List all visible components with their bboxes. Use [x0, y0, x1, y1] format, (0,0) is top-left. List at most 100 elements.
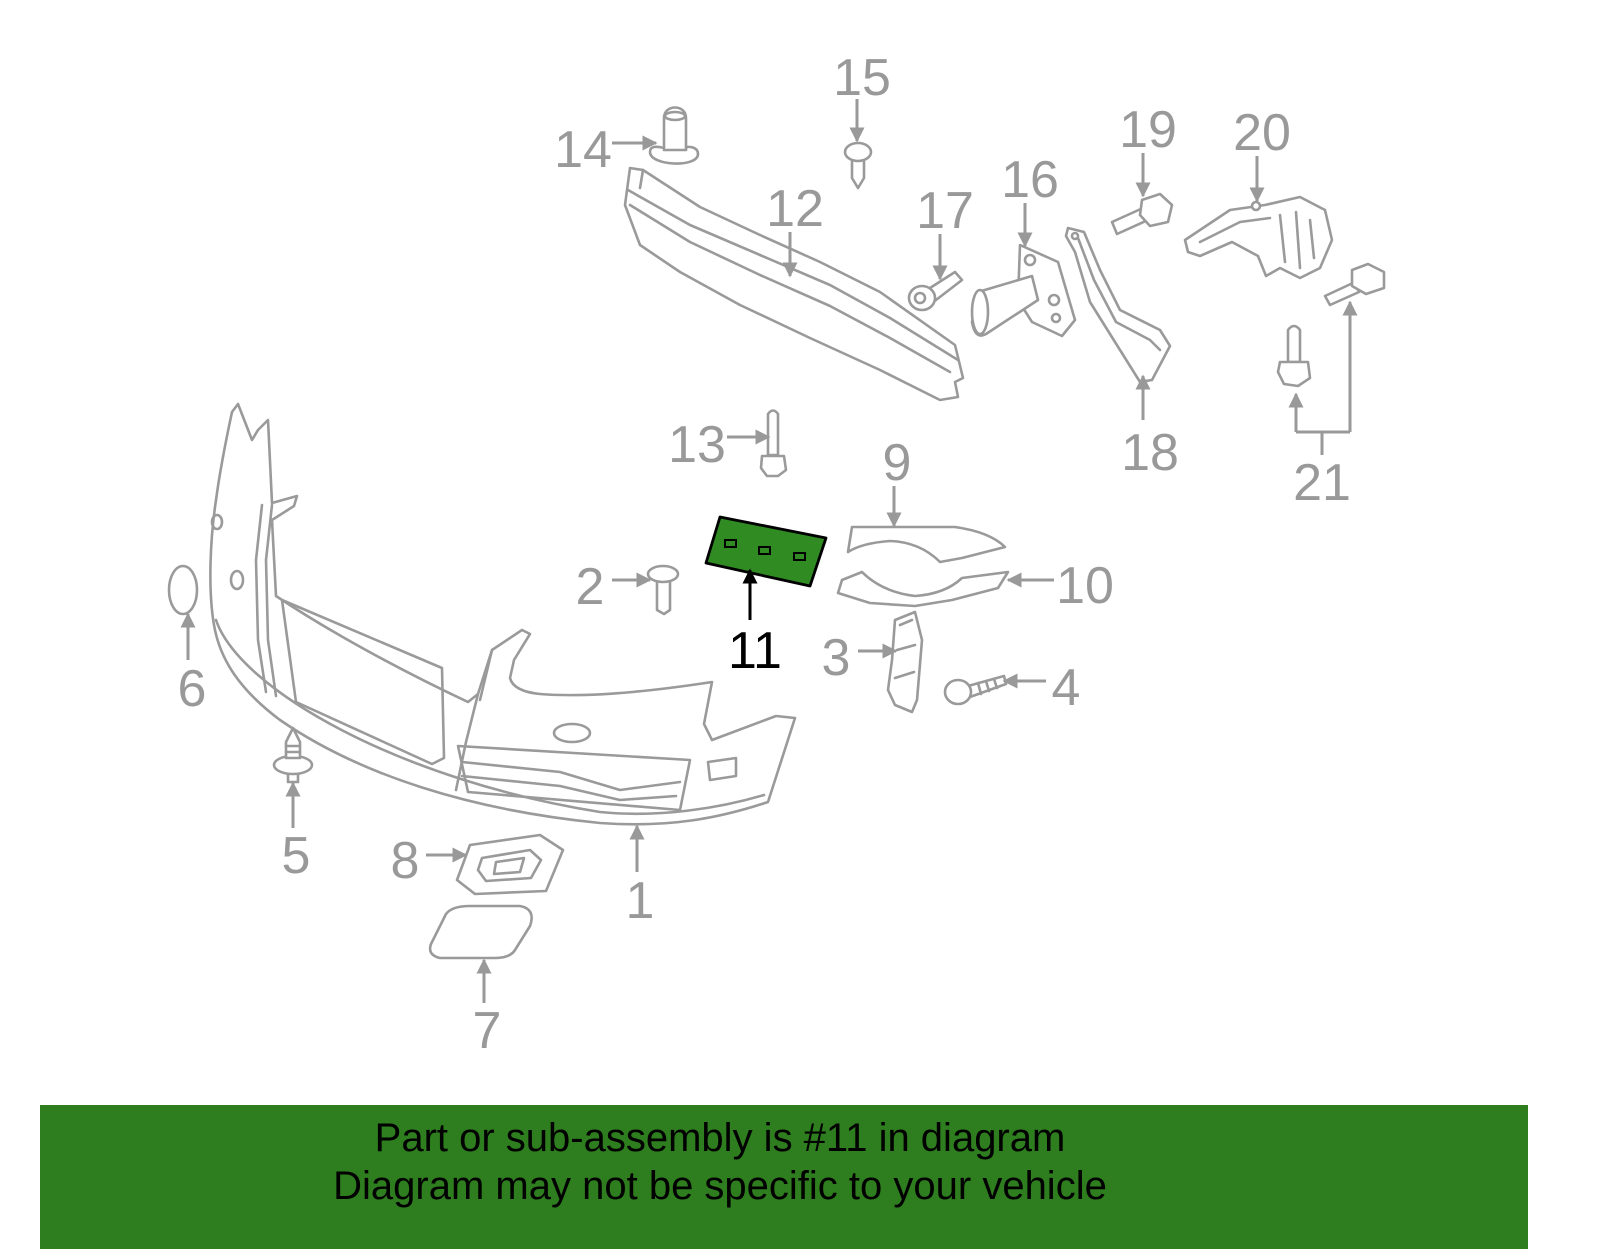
callout-6: 6: [178, 660, 207, 718]
bolt-head: [1138, 192, 1174, 228]
screw-head: [943, 678, 973, 706]
lower-trim-outline: [836, 570, 1010, 608]
callout-10: 10: [1056, 557, 1114, 615]
callout-8: 8: [391, 832, 420, 890]
part-8-fog-grille: [455, 833, 565, 896]
callout-7: 7: [473, 1002, 502, 1060]
info-banner: Part or sub-assembly is #11 in diagram D…: [40, 1105, 1528, 1249]
callout-20: 20: [1233, 104, 1291, 162]
bumper-bottom-lip: [214, 618, 766, 816]
bumper-side-hole: [210, 513, 224, 531]
upper-trim-outline: [846, 525, 1007, 564]
callout-1: 1: [626, 872, 655, 930]
part-4-screw: [943, 674, 1008, 706]
mount-hole: [1047, 293, 1061, 307]
part-14-bump-stop: [648, 106, 700, 165]
bracket-outline: [886, 610, 924, 714]
callout-5: 5: [282, 827, 311, 885]
part-1-bumper-cover: [209, 402, 797, 826]
callout-15: 15: [833, 49, 891, 107]
callout-14: 14: [554, 121, 612, 179]
part-10-lower-trim: [836, 570, 1010, 608]
bolt-shank: [1323, 280, 1361, 307]
info-banner-text: Part or sub-assembly is #11 in diagram D…: [40, 1114, 1400, 1210]
bolt-head: [907, 284, 937, 312]
mount-tube-end: [970, 288, 990, 336]
bumper-side-marker-opening: [706, 756, 738, 782]
bump-stop-top: [663, 110, 687, 122]
bumper-side-hole: [229, 569, 245, 591]
part-17-bolt: [907, 270, 964, 312]
bumper-grille-slat: [460, 760, 682, 792]
banner-part-message: Part or sub-assembly is #11 in diagram: [374, 1116, 1066, 1160]
impact-bar-edge: [628, 203, 952, 374]
part-13-bolt: [759, 409, 788, 478]
push-pin-head: [843, 141, 873, 163]
part-5-push-fastener: [272, 726, 314, 784]
impact-bar-end: [638, 168, 645, 190]
mount-hole: [1050, 312, 1062, 324]
side-bracket-outline: [1064, 226, 1172, 384]
part-9-upper-trim: [846, 525, 1007, 564]
part-18-side-bracket: [1064, 226, 1172, 384]
callout-19: 19: [1119, 101, 1177, 159]
highlighted-part-slot: [758, 546, 771, 555]
callout-21: 21: [1293, 454, 1351, 512]
part-16-mount-bracket: [970, 243, 1077, 338]
bumper-grille-slat: [460, 774, 678, 802]
impact-bar-outline: [623, 166, 965, 402]
fastener-tip: [284, 726, 302, 760]
part-20-bracket: [1183, 195, 1334, 280]
bolt-head: [1350, 262, 1386, 296]
highlighted-part-slot: [724, 539, 737, 548]
callout-16: 16: [1001, 151, 1059, 209]
callout-17: 17: [916, 182, 974, 240]
bolt-shank: [766, 409, 780, 457]
push-pin-shaft: [850, 158, 866, 190]
bumper-cover-outline: [209, 402, 797, 826]
highlighted-part-slot: [793, 552, 806, 561]
cap-outline: [428, 904, 533, 960]
bumper-corner-edge: [478, 648, 494, 702]
part-2-pin: [646, 564, 680, 616]
bracket-rib: [1198, 210, 1316, 270]
callout-4: 4: [1052, 659, 1081, 717]
part-7-tow-hook-cap: [428, 904, 533, 960]
part-15-push-pin: [843, 141, 873, 190]
part-19-bolt: [1110, 192, 1174, 236]
side-bracket-hole: [1070, 231, 1080, 241]
grille-outline: [455, 833, 565, 896]
tow-hook-cover-opening: [552, 722, 592, 744]
grille-slot: [492, 856, 526, 876]
part-21-bolts: [1276, 262, 1386, 388]
callout-11-highlighted: 11: [728, 622, 782, 680]
part-11-highlighted: [704, 515, 828, 588]
screw-thread: [976, 677, 999, 696]
callout-18: 18: [1121, 424, 1179, 482]
bumper-left-strip: [254, 503, 268, 694]
bolt-head-socket: [913, 291, 927, 305]
bolt-head: [1276, 360, 1312, 388]
side-bracket-rib: [1076, 236, 1162, 352]
part-6-seal: [167, 564, 199, 616]
bumper-left-strip-inner: [264, 503, 278, 698]
bolt-shank: [1286, 324, 1302, 364]
callout-9: 9: [883, 434, 912, 492]
seal-ring: [167, 564, 199, 616]
bumper-front-edge: [454, 692, 480, 792]
bracket-rib: [893, 618, 917, 680]
fastener-ridges: [284, 744, 302, 754]
banner-disclaimer: Diagram may not be specific to your vehi…: [333, 1164, 1107, 1208]
pin-head: [646, 564, 680, 584]
bracket-clip: [1250, 200, 1262, 212]
bumper-upper-grille-opening: [280, 598, 446, 766]
callout-13: 13: [668, 416, 726, 474]
callout-12: 12: [766, 180, 824, 238]
grille-inner: [476, 848, 543, 883]
callout-2: 2: [576, 558, 605, 616]
part-3-bracket: [886, 610, 924, 714]
callout-3: 3: [822, 629, 851, 687]
mount-hole: [1023, 253, 1037, 267]
pin-shaft: [655, 576, 672, 616]
